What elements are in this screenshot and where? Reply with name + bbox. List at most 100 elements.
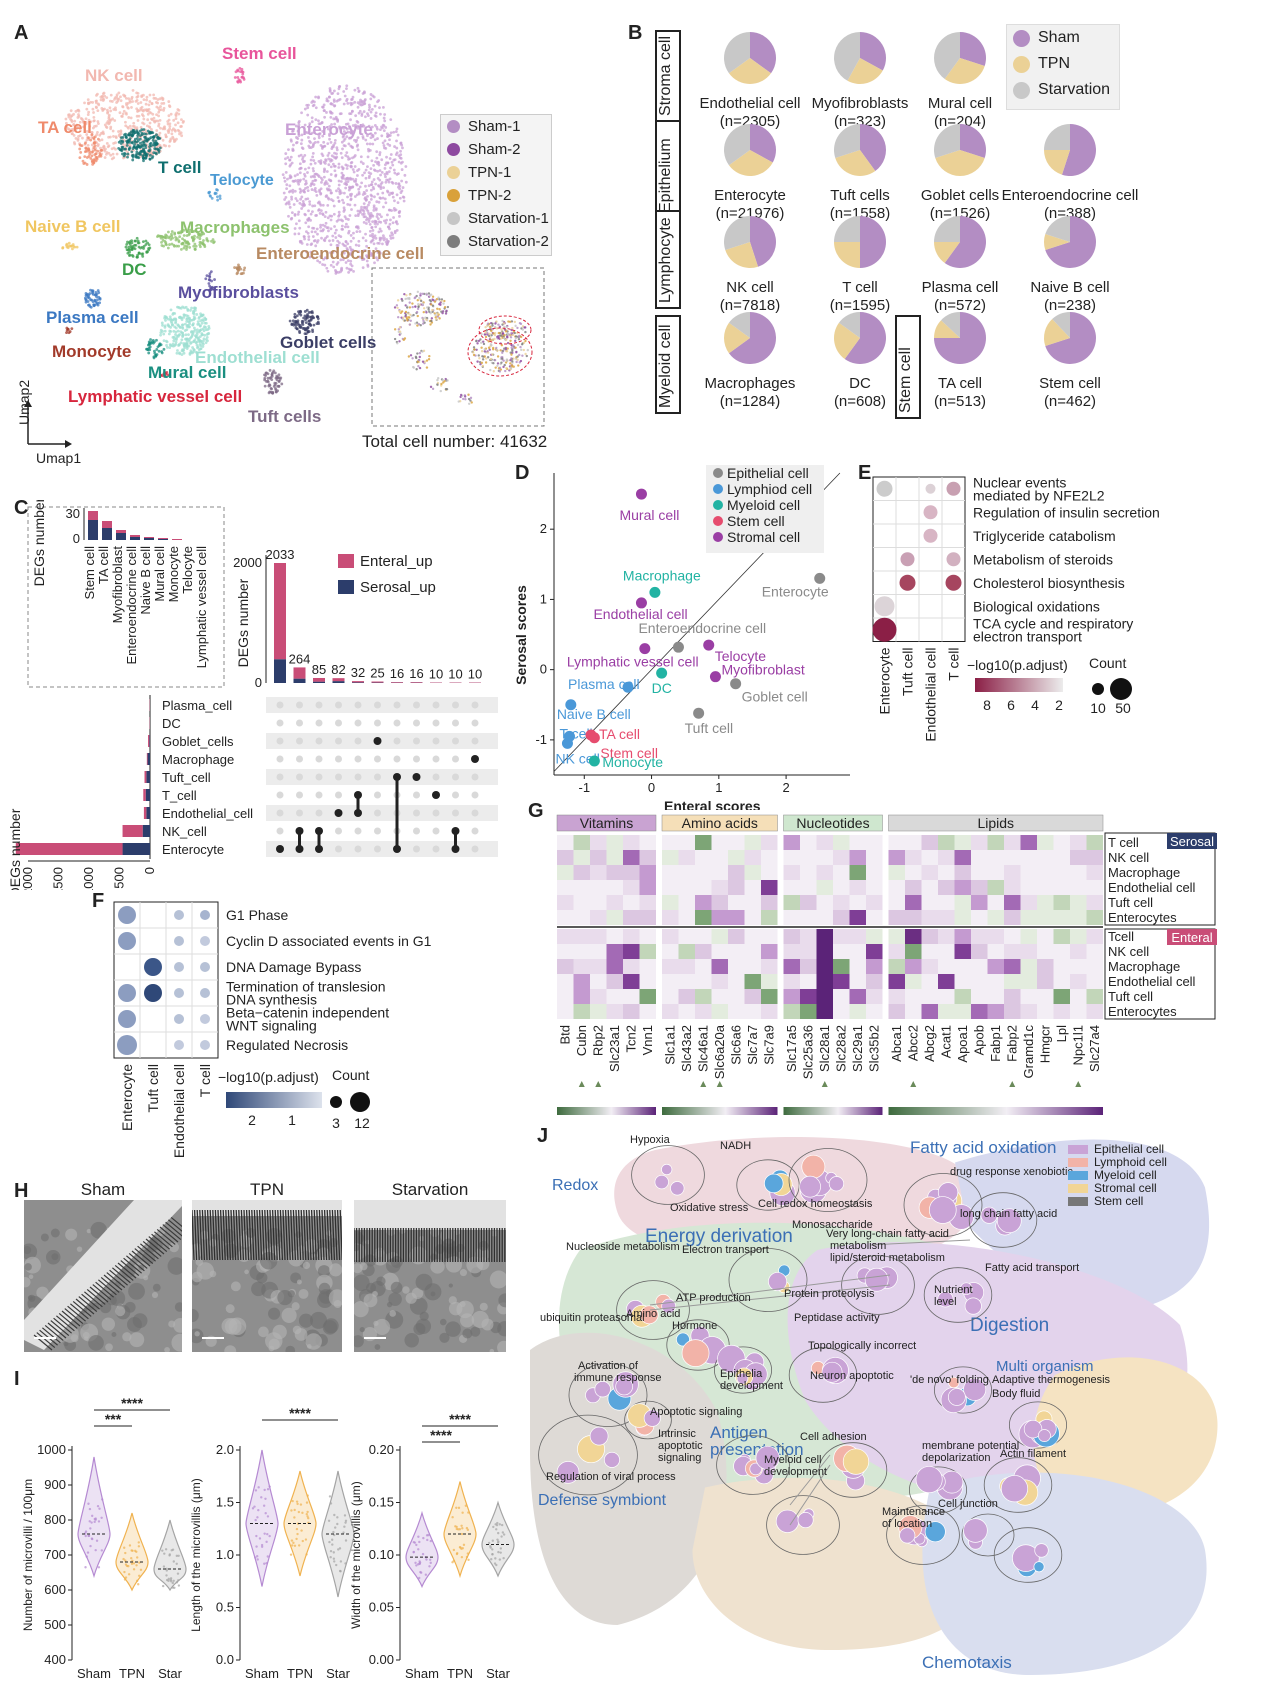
matrix-dot: [472, 846, 479, 853]
enrichment-dot: [200, 962, 210, 972]
heatmap-cell: [557, 944, 574, 959]
ylabel: Number of microvilli / 100μm: [21, 1479, 35, 1631]
heatmap-cell: [784, 974, 801, 989]
cluster-label: Telocyte: [210, 172, 274, 190]
matrix-dot: [355, 756, 362, 763]
heatmap-cell: [905, 989, 922, 1004]
heatmap-cell: [922, 959, 939, 974]
heatmap-cell: [1087, 989, 1104, 1004]
heatmap-cell: [679, 974, 696, 989]
heatmap-cell: [574, 835, 591, 850]
heatmap-cell: [1037, 1004, 1054, 1019]
em-title: Sham: [81, 1180, 125, 1200]
heatmap-cell: [988, 989, 1005, 1004]
heatmap-cell: [607, 880, 624, 895]
heatmap-cell: [1037, 910, 1054, 925]
gene-label: Slc43a2: [679, 1025, 694, 1072]
point: [673, 642, 684, 653]
heatmap-cell: [1021, 850, 1038, 865]
term-label: Peptidase activity: [794, 1312, 880, 1324]
cluster-mural-cell: [145, 338, 165, 359]
heatmap-cell: [574, 959, 591, 974]
heatmap-cell: [938, 929, 955, 944]
heatmap-cell: [728, 850, 745, 865]
matrix-dot: [472, 810, 479, 817]
matrix-dot-active: [296, 845, 304, 853]
heatmap-cell: [922, 944, 939, 959]
matrix-dot: [374, 702, 381, 709]
heatmap-cell: [712, 895, 729, 910]
heatmap-cell: [817, 880, 834, 895]
heatmap-cell: [955, 929, 972, 944]
pie-name: Enteroendocrine cell: [995, 187, 1145, 205]
cell-group-label: Epithelium: [657, 138, 675, 213]
enrichment-dot: [877, 481, 893, 497]
matrix-dot: [452, 720, 459, 727]
gene-label: Tcn2: [623, 1025, 638, 1052]
inset-bar-serosal: [102, 528, 112, 540]
heatmap-cell: [1054, 959, 1071, 974]
set-bar-enteral: [145, 771, 147, 783]
legend-item: Starvation-2: [441, 230, 551, 253]
matrix-dot: [472, 738, 479, 745]
cluster-enteroendocrine-cell: [233, 264, 246, 276]
cluster-label: TA cell: [38, 118, 92, 138]
heatmap-cell: [590, 865, 607, 880]
heatmap-cell: [938, 1004, 955, 1019]
heatmap-cell: [866, 959, 883, 974]
pie-chart: [930, 212, 990, 272]
legend-swatch: [447, 120, 460, 133]
count-tick: 10: [1090, 700, 1106, 716]
xcat-label: TPN: [119, 1666, 145, 1681]
term-label: Cell junction: [938, 1498, 998, 1510]
heatmap-cell: [1004, 865, 1021, 880]
heatmap-cell: [761, 959, 778, 974]
heatmap-cell: [745, 850, 762, 865]
heatmap-cell: [850, 989, 867, 1004]
upset-bar-label: 16: [409, 666, 423, 681]
enrichment-dot: [118, 906, 136, 924]
matrix-dot: [355, 774, 362, 781]
heatmap-cell: [590, 989, 607, 1004]
heatmap-cell: [850, 929, 867, 944]
gene-label: Slc28a2: [833, 1025, 848, 1072]
matrix-dot: [277, 756, 284, 763]
matrix-dot: [452, 792, 459, 799]
legend-label: Lymphoid cell: [1094, 1155, 1167, 1169]
legend-item: Sham: [1007, 25, 1119, 51]
heatmap-cell: [850, 974, 867, 989]
matrix-dot: [394, 702, 401, 709]
heatmap-cell: [784, 835, 801, 850]
violin: [78, 1457, 110, 1576]
heatmap-cell: [833, 959, 850, 974]
heatmap-cell: [695, 989, 712, 1004]
point: [562, 738, 573, 749]
pie-name: Stem cell: [995, 375, 1145, 393]
matrix-dot: [374, 828, 381, 835]
heatmap-cell: [889, 835, 906, 850]
heatmap-cell: [800, 910, 817, 925]
matrix-dot: [355, 846, 362, 853]
heatmap-cell: [955, 974, 972, 989]
matrix-dot: [394, 720, 401, 727]
legend-swatch: [447, 143, 460, 156]
heatmap-cell: [889, 865, 906, 880]
matrix-dot-active: [296, 827, 304, 835]
heatmap-cell: [728, 880, 745, 895]
term-node: [929, 1197, 956, 1224]
enrichment-dot: [875, 596, 895, 616]
upset-bar-label: 25: [370, 666, 384, 681]
pie-chart: [1040, 308, 1100, 368]
ytick: 2.0: [216, 1442, 234, 1457]
matrix-dot: [413, 810, 420, 817]
heatmap-cell: [833, 989, 850, 1004]
inset-category: Lymphatic vessel cell: [194, 546, 209, 668]
gene-label: Slc27a4: [1087, 1025, 1102, 1072]
point: [589, 732, 600, 743]
legend-item: Sham-2: [441, 138, 551, 161]
heatmap-cell: [712, 959, 729, 974]
cluster-label: Monocyte: [52, 342, 131, 362]
matrix-dot: [335, 846, 342, 853]
heatmap-cell: [662, 910, 679, 925]
